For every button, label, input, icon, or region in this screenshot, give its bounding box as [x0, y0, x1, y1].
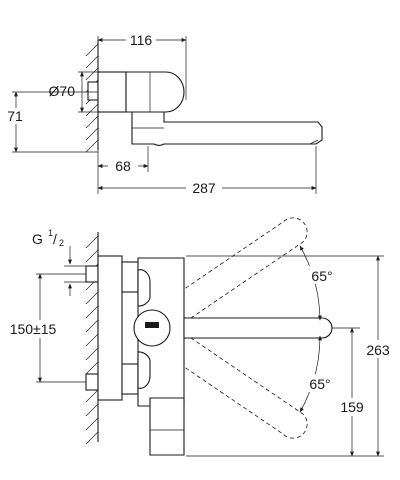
inlet-lower — [85, 373, 99, 391]
dim-spout-height: 159 — [340, 399, 364, 415]
body-top — [97, 71, 127, 113]
lever-ghost-lower — [167, 335, 308, 439]
lever-main — [183, 317, 333, 339]
inlet-upper — [85, 265, 99, 283]
thread-letter: G — [32, 231, 43, 247]
inlet-nut-top — [87, 81, 99, 101]
angle-lower: 65° — [309, 376, 330, 392]
thread-numerator: 1 — [48, 228, 53, 238]
dim-to-spout: 68 — [115, 158, 131, 174]
dim-height-top: 71 — [7, 108, 23, 124]
dim-total-length: 287 — [192, 180, 216, 196]
dim-diameter: Ø70 — [49, 83, 76, 99]
lever-ghost-upper — [167, 217, 308, 321]
top-view: 116 Ø70 71 68 287 — [4, 30, 323, 196]
outlet-front — [149, 397, 185, 456]
dim-total-height: 263 — [366, 342, 390, 358]
thread-label: G 1 / 2 — [32, 228, 86, 296]
thread-denominator: 2 — [59, 238, 64, 248]
thread-slash: / — [53, 231, 57, 247]
wall-front — [85, 232, 99, 445]
handle-top — [125, 71, 185, 113]
dim-inlet-spacing: 150±15 — [10, 321, 57, 337]
dim-width-top: 116 — [130, 32, 153, 48]
spout-top — [131, 111, 323, 146]
body-front — [97, 255, 123, 401]
angle-upper: 65° — [311, 268, 332, 284]
front-view: G 1 / 2 150±15 65° 65° 263 — [0, 217, 396, 457]
